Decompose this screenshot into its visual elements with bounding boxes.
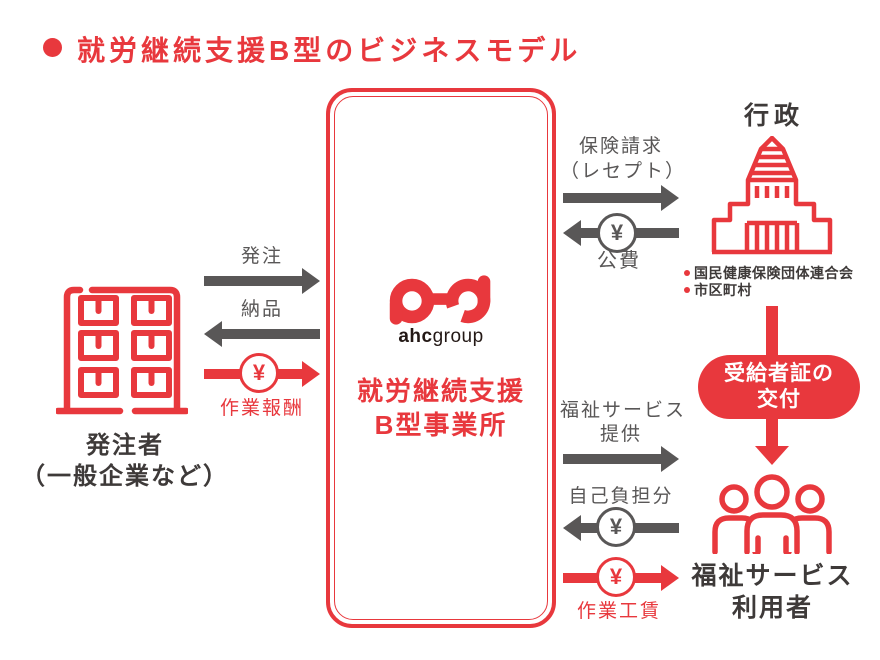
users-name-line1: 福祉サービス [691,562,854,590]
users-name-line2: 利用者 [731,594,813,622]
grant-label-line1: 受給者証の [724,362,834,385]
grant-pill: 受給者証の 交付 [698,355,860,419]
ahc-logo-wordmark: ahcgroup [330,326,552,348]
order-arrow [204,268,320,294]
grant-arrow-head [755,446,789,465]
yen-coin-icon: ¥ [596,507,636,547]
service-label-line2: 提供 [599,424,642,445]
provider-box-inner-border [334,96,548,620]
provider-name-line2: B型事業所 [374,410,508,440]
yen-symbol: ¥ [610,220,624,245]
yen-symbol: ¥ [609,564,623,589]
copay-label: 自己負担分 [568,486,674,507]
service-label: 福祉サービス 提供 [560,399,687,447]
wage-label: 作業工賃 [576,601,661,622]
orderer-name: 発注者 （一般企業など） [5,430,245,492]
claim-label: 保険請求 （レセプト） [560,134,687,184]
ahc-logo-icon [389,275,491,325]
service-arrow [563,446,679,472]
logo-text-bold: ahc [398,326,433,347]
orderer-name-line1: 発注者 [86,432,164,459]
provider-name-line1: 就労継続支援 [356,376,525,406]
page-title: 就労継続支援B型のビジネスモデル [77,35,582,66]
grant-label-line2: 交付 [757,388,801,411]
title-bullet-icon [43,38,62,57]
government-name: 行政 [743,102,804,130]
insurance-claim-arrow [563,185,679,211]
service-label-line1: 福祉サービス [560,400,687,421]
users-name: 福祉サービス 利用者 [670,560,875,624]
public-fund-label: 公費 [597,250,641,272]
bullet-text: 市区町村 [694,281,752,298]
provider-box: ahcgroup 就労継続支援 B型事業所 [326,88,556,628]
yen-coin-icon: ¥ [596,557,636,597]
yen-symbol: ¥ [609,514,623,539]
claim-label-line1: 保険請求 [578,136,663,157]
users-group-icon [712,474,832,554]
claim-label-line2: （レセプト） [560,161,687,182]
list-item: 市区町村 [684,281,854,298]
delivery-arrow [204,321,320,347]
bullet-dot-icon [684,269,690,276]
government-building-icon [711,136,833,255]
orderer-name-line2: （一般企業など） [21,463,229,490]
bullet-text: 国民健康保険団体連合会 [694,264,854,281]
order-label: 発注 [240,246,283,267]
reward-label: 作業報酬 [219,398,304,419]
list-item: 国民健康保険団体連合会 [684,264,854,281]
government-bullet-list: 国民健康保険団体連合会 市区町村 [684,264,854,298]
yen-symbol: ¥ [252,360,266,385]
provider-name: 就労継続支援 B型事業所 [330,374,552,442]
bullet-dot-icon [684,286,690,293]
yen-coin-icon: ¥ [597,213,637,253]
delivery-label: 納品 [240,299,283,320]
yen-coin-icon: ¥ [239,353,279,393]
orderer-building-icon [56,286,188,415]
logo-text-light: group [432,326,484,347]
